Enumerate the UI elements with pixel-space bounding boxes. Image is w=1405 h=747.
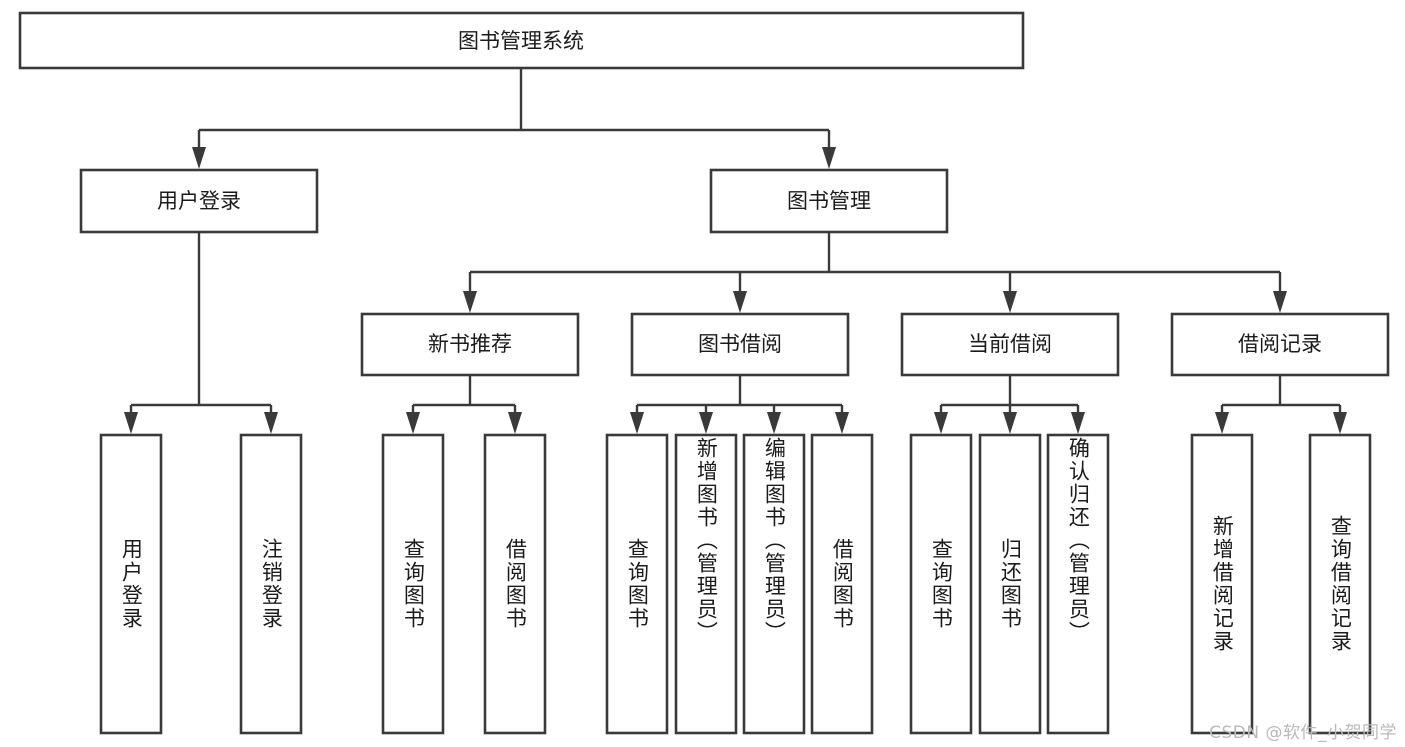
new-book-recommend-label: 新书推荐 <box>428 332 512 356</box>
connector-new-book-recommend-to-leaves <box>406 375 522 434</box>
leaf-box-confirm-return[interactable] <box>1046 433 1110 735</box>
csdn-watermark: CSDN @软件_小贺同学 <box>1209 723 1397 743</box>
connector-user-login-to-leaves <box>124 232 278 434</box>
arrow-to-book-borrow <box>733 291 747 313</box>
leaf-box-query-record[interactable] <box>1308 433 1372 735</box>
leaf-box-query-book-1[interactable] <box>381 433 445 735</box>
arrow-to-leaf-confirm-return <box>1071 412 1085 434</box>
user-login-label: 用户登录 <box>157 189 241 213</box>
arrow-to-borrow-record <box>1273 291 1287 313</box>
new-book-recommend-box[interactable] <box>360 312 580 377</box>
arrow-to-leaf-user-logout <box>264 412 278 434</box>
arrow-to-leaf-borrow-book-1 <box>508 412 522 434</box>
leaf-box-edit-book[interactable] <box>742 433 806 735</box>
node-current-borrow[interactable]: 当前借阅 <box>900 312 1120 377</box>
arrow-to-user-login <box>192 147 206 169</box>
root-box[interactable] <box>18 11 1025 70</box>
arrow-to-book-manage <box>822 147 836 169</box>
connector-current-borrow-to-leaves <box>934 375 1085 434</box>
connector-root-to-level2 <box>192 68 836 169</box>
arrow-to-leaf-query-record <box>1333 412 1347 434</box>
connector-book-manage-to-level3 <box>463 232 1287 313</box>
leaf-box-borrow-book-2[interactable] <box>810 433 874 735</box>
leaf-box-user-logout[interactable] <box>239 433 303 735</box>
arrow-to-leaf-add-book <box>699 412 713 434</box>
connector-book-borrow-to-leaves <box>630 375 849 434</box>
current-borrow-box[interactable] <box>900 312 1120 377</box>
node-root[interactable]: 图书管理系统 <box>18 11 1025 70</box>
current-borrow-label: 当前借阅 <box>968 332 1052 356</box>
arrow-to-leaf-edit-book <box>767 412 781 434</box>
arrow-to-leaf-user-login <box>124 412 138 434</box>
book-manage-box[interactable] <box>709 168 949 234</box>
book-borrow-box[interactable] <box>630 312 850 377</box>
borrow-record-box[interactable] <box>1170 312 1390 377</box>
borrow-record-label: 借阅记录 <box>1238 332 1322 356</box>
arrow-to-leaf-query-book-1 <box>406 412 420 434</box>
node-user-login[interactable]: 用户登录 <box>79 168 319 234</box>
leaf-box-add-book[interactable] <box>674 433 738 735</box>
root-label: 图书管理系统 <box>458 29 584 53</box>
arrow-to-leaf-return-book <box>1003 412 1017 434</box>
node-book-manage[interactable]: 图书管理 <box>709 168 949 234</box>
leaf-box-return-book[interactable] <box>978 433 1042 735</box>
leaf-box-query-book-2[interactable] <box>605 433 669 735</box>
arrow-to-leaf-borrow-book-2 <box>835 412 849 434</box>
arrow-to-leaf-query-book-3 <box>934 412 948 434</box>
arrow-to-new-book-recommend <box>463 291 477 313</box>
node-book-borrow[interactable]: 图书借阅 <box>630 312 850 377</box>
arrow-to-leaf-query-book-2 <box>630 412 644 434</box>
leaf-box-query-book-3[interactable] <box>909 433 973 735</box>
book-borrow-label: 图书借阅 <box>698 332 782 356</box>
connector-borrow-record-to-leaves <box>1215 375 1347 434</box>
leaf-box-add-record[interactable] <box>1190 433 1254 735</box>
leaf-box-borrow-book-1[interactable] <box>483 433 547 735</box>
leaf-box-user-login[interactable] <box>99 433 163 735</box>
arrow-to-leaf-add-record <box>1215 412 1229 434</box>
node-borrow-record[interactable]: 借阅记录 <box>1170 312 1390 377</box>
book-manage-label: 图书管理 <box>787 189 871 213</box>
node-new-book-recommend[interactable]: 新书推荐 <box>360 312 580 377</box>
arrow-to-current-borrow <box>1003 291 1017 313</box>
